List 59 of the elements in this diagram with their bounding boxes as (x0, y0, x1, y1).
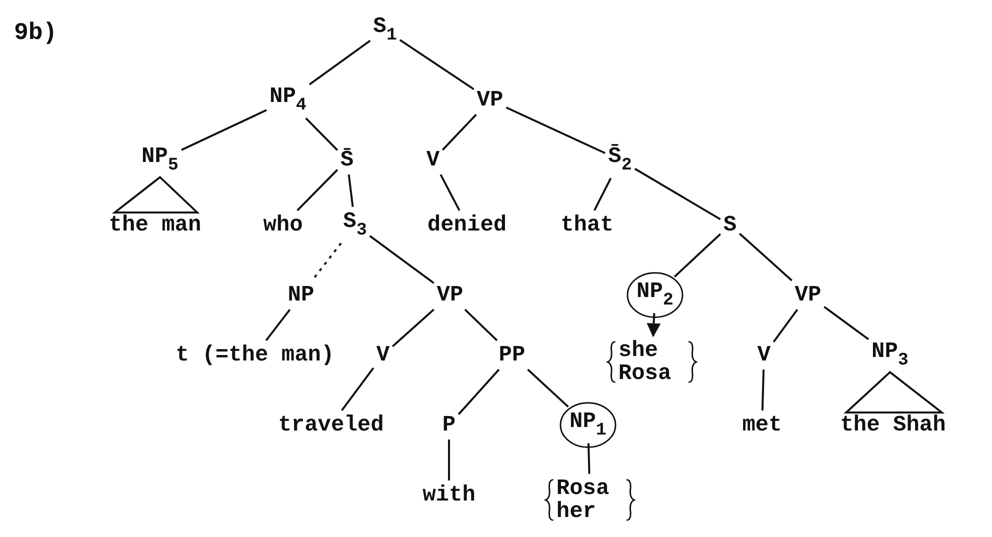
tree-branch (296, 169, 338, 212)
tree-label: NP$_{3}$ (872, 340, 908, 370)
tree-label: denied (427, 213, 507, 237)
tree-label: S̄ (340, 148, 354, 172)
tree-branch (506, 106, 606, 154)
tree-label: VP (794, 283, 822, 307)
tree-label: t (=the man) (176, 343, 334, 367)
tree-branch (458, 368, 500, 415)
tree-branch (646, 313, 661, 338)
tree-branch (181, 109, 267, 151)
tree-branch (761, 370, 765, 410)
tree-label: V (376, 343, 390, 367)
tree-branch (674, 233, 722, 278)
tree-label: NP$_{5}$ (142, 144, 178, 176)
tree-label: NP (288, 283, 314, 307)
tree-label: NP$_{4}$ (270, 84, 306, 116)
tree-branch (341, 367, 374, 412)
tree-branch (634, 168, 721, 220)
tree-branch (442, 114, 477, 151)
tree-label: V (426, 148, 440, 172)
tree-label: P (442, 413, 456, 437)
tree-branch (265, 308, 291, 342)
tree-branch (369, 235, 434, 284)
roof-triangle (844, 370, 945, 414)
tree-label: traveled (278, 413, 384, 437)
tree-branch (448, 440, 450, 480)
tree-label: VP (436, 283, 464, 307)
tree-label: NP$_{1}$ (570, 410, 606, 440)
tree-label: that (560, 213, 614, 237)
tree-branch (772, 308, 798, 342)
tree-label: the Shah (840, 413, 946, 437)
tree-label: V (757, 343, 771, 367)
tree-branch (824, 306, 870, 340)
tree-branch (587, 443, 590, 474)
tree-label: S$_{3}$ (343, 210, 367, 240)
figure-number: 9b) (14, 20, 58, 47)
tree-branch (348, 174, 354, 207)
tree-label: S (723, 213, 737, 237)
tree-branch (594, 178, 612, 211)
tree-label: met (742, 413, 782, 437)
word-alternatives: Rosa her (556, 476, 610, 524)
tree-label: the man (108, 213, 202, 237)
tree-branch (308, 40, 371, 86)
tree-branch (305, 117, 338, 151)
tree-label: who (263, 213, 303, 237)
tree-branch (440, 174, 460, 211)
tree-label: S$_{1}$ (373, 14, 397, 46)
tree-branch (738, 232, 792, 282)
tree-label: S̄$_{2}$ (608, 144, 632, 176)
roof-triangle (112, 176, 200, 214)
word-alternatives: she Rosa (618, 338, 672, 386)
tree-branch (392, 308, 434, 348)
tree-label: with (422, 483, 476, 507)
tree-label: NP$_{2}$ (636, 280, 674, 310)
tree-branch (399, 39, 474, 90)
tree-branch (527, 368, 569, 408)
tree-label: PP (498, 343, 526, 367)
tree-label: VP (476, 88, 504, 112)
tree-branch (464, 308, 498, 342)
